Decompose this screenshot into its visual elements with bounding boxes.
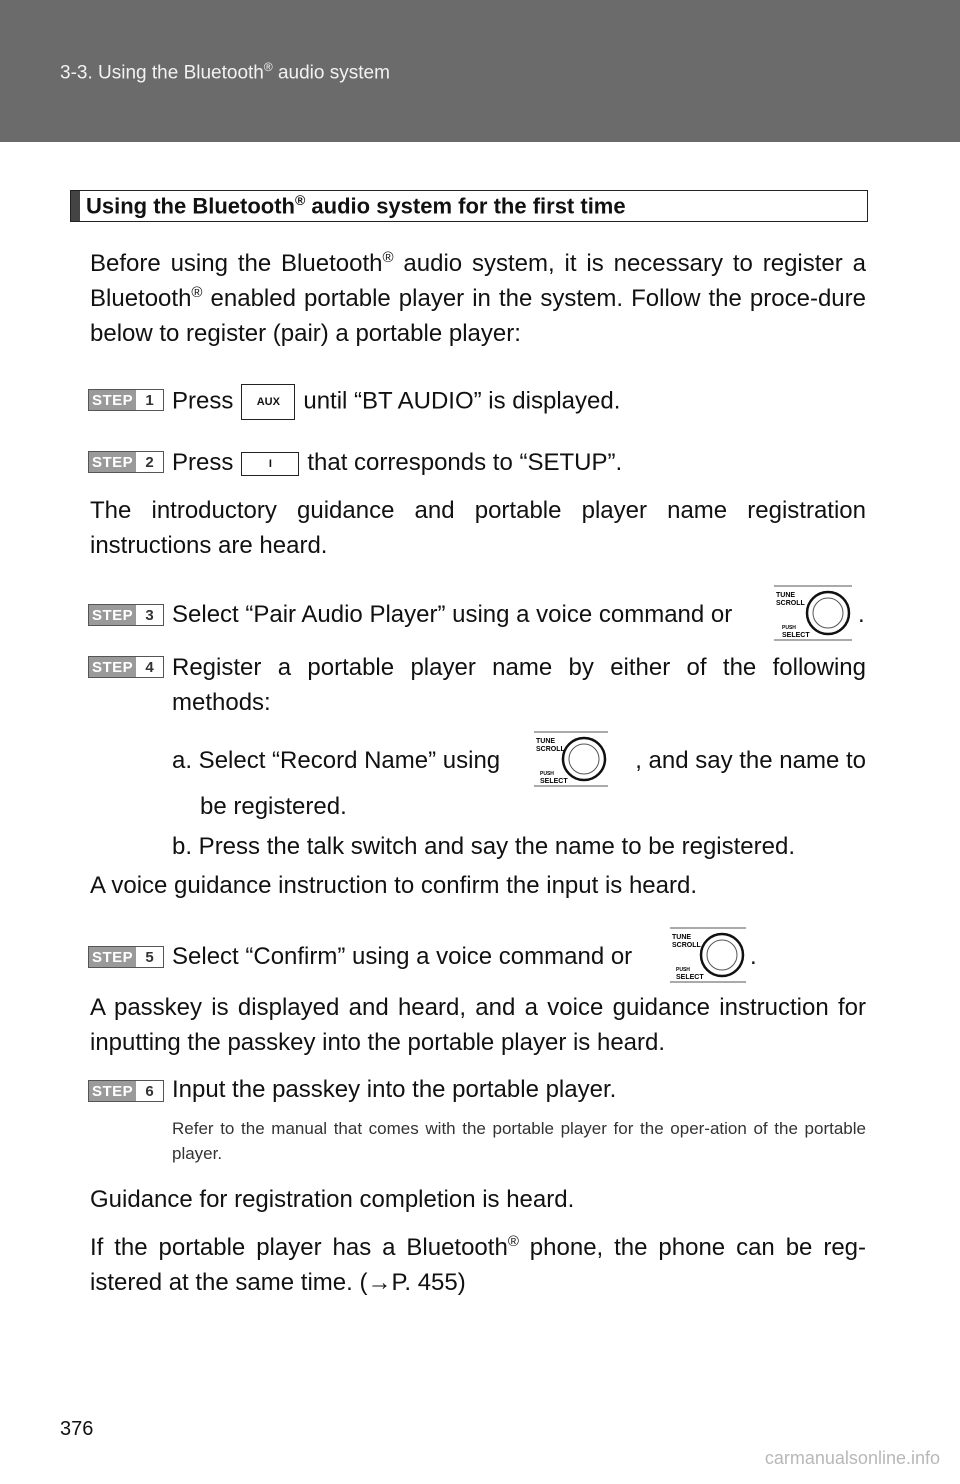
step-number: 3 <box>145 606 154 624</box>
step-2-post: that corresponds to “SETUP”. <box>307 449 623 476</box>
step-label: STEP <box>89 947 137 967</box>
final-text: phone, the phone can be reg-istered at t… <box>90 1234 867 1296</box>
knob-label: PUSH <box>676 967 690 973</box>
arrow-right-icon: → <box>367 1269 392 1296</box>
knob-label: SELECT <box>782 632 810 639</box>
registered-mark: ® <box>294 192 306 209</box>
after-step-4-paragraph: A voice guidance instruction to confirm … <box>90 872 698 899</box>
after-step-2-paragraph: The introductory guidance and portable p… <box>90 497 866 559</box>
intro-text: Before using the Bluetooth <box>90 250 383 277</box>
knob-label: SCROLL <box>776 600 806 607</box>
preset-1-button-icon: I <box>241 451 300 476</box>
knob-label: TUNE <box>672 934 691 941</box>
step-badge-2: STEP 2 <box>88 451 164 473</box>
step-badge-6: STEP 6 <box>88 1080 164 1102</box>
after-step-5-paragraph: A passkey is displayed and heard, and a … <box>90 994 866 1056</box>
step-3-text: Select “Pair Audio Player” using a voice… <box>172 601 733 628</box>
heading-bar <box>71 191 80 221</box>
step-label: STEP <box>89 605 137 625</box>
step-4-a-pre: a. Select “Record Name” using <box>172 747 501 774</box>
intro-text: enabled portable player in the system. F… <box>90 285 866 347</box>
section-heading: Using the Bluetooth® audio system for th… <box>70 190 868 222</box>
aux-button-icon: AUX <box>241 384 296 420</box>
knob-label: SCROLL <box>536 746 566 753</box>
step-1-post: until “BT AUDIO” is displayed. <box>303 387 621 415</box>
step-number: 2 <box>145 453 154 471</box>
step-4-text: Register a portable player name by eithe… <box>172 654 866 716</box>
step-label: STEP <box>89 452 137 472</box>
chapter-title-text-end: audio system <box>272 62 390 84</box>
watermark: carmanualsonline.info <box>764 1448 940 1468</box>
knob-label: SELECT <box>540 778 568 785</box>
step-number: 1 <box>145 391 154 409</box>
header-band: 3-3. Using the Bluetooth® audio system <box>0 0 960 142</box>
section-title: Using the Bluetooth® audio system for th… <box>86 192 626 219</box>
section-title-text: Using the Bluetooth <box>86 193 295 219</box>
page-number: 376 <box>60 1418 94 1440</box>
intro-text: audio system, it is necessary to registe… <box>90 250 866 312</box>
step-5-end: . <box>750 943 757 970</box>
step-6-text: Input the passkey into the portable play… <box>172 1076 617 1103</box>
knob-label: PUSH <box>782 625 796 631</box>
page-reference-link[interactable]: P. 455) <box>391 1269 466 1296</box>
chapter-title: 3-3. Using the Bluetooth® audio system <box>60 60 390 84</box>
knob-label: SCROLL <box>672 942 702 949</box>
final-paragraph: If the portable player has a Bluetooth® … <box>90 1230 866 1300</box>
step-4-b: b. Press the talk switch and say the nam… <box>172 833 795 860</box>
step-3-end: . <box>858 601 865 628</box>
step-badge-1: STEP 1 <box>88 389 164 411</box>
step-label: STEP <box>89 657 137 677</box>
registered-mark: ® <box>263 60 273 74</box>
step-number: 5 <box>145 948 154 966</box>
tune-select-knob-icon: TUNE SCROLL PUSH SELECT <box>670 927 746 983</box>
registered-mark: ® <box>382 249 394 266</box>
step-number: 6 <box>145 1082 154 1100</box>
step-1-pre: Press <box>172 387 234 415</box>
registered-mark: ® <box>191 284 203 301</box>
final-text: If the portable player has a Bluetooth <box>90 1234 508 1261</box>
knob-label: PUSH <box>540 771 554 777</box>
step-2-pre: Press <box>172 449 234 476</box>
chapter-title-text: 3-3. Using the Bluetooth <box>60 62 264 84</box>
step-6-note: Refer to the manual that comes with the … <box>172 1119 866 1163</box>
tune-select-knob-icon: TUNE SCROLL PUSH SELECT <box>534 731 608 787</box>
knob-label: TUNE <box>776 592 795 599</box>
step-label: STEP <box>89 1081 137 1101</box>
step-badge-4: STEP 4 <box>88 656 164 678</box>
step-label: STEP <box>89 390 137 410</box>
step-4-a-cont: be registered. <box>200 793 347 820</box>
intro-paragraph: Before using the Bluetooth® audio system… <box>90 246 866 351</box>
step-badge-5: STEP 5 <box>88 946 164 968</box>
knob-label: SELECT <box>676 974 704 981</box>
step-number: 4 <box>145 658 154 676</box>
after-step-6-paragraph: Guidance for registration completion is … <box>90 1186 575 1213</box>
tune-select-knob-icon: TUNE SCROLL PUSH SELECT <box>774 585 852 641</box>
step-badge-3: STEP 3 <box>88 604 164 626</box>
step-5-text: Select “Confirm” using a voice command o… <box>172 943 633 970</box>
knob-label: TUNE <box>536 738 555 745</box>
section-title-text-end: audio system for the first time <box>305 193 626 219</box>
step-4-a-post: , and say the name to <box>635 747 866 774</box>
registered-mark: ® <box>507 1233 519 1250</box>
